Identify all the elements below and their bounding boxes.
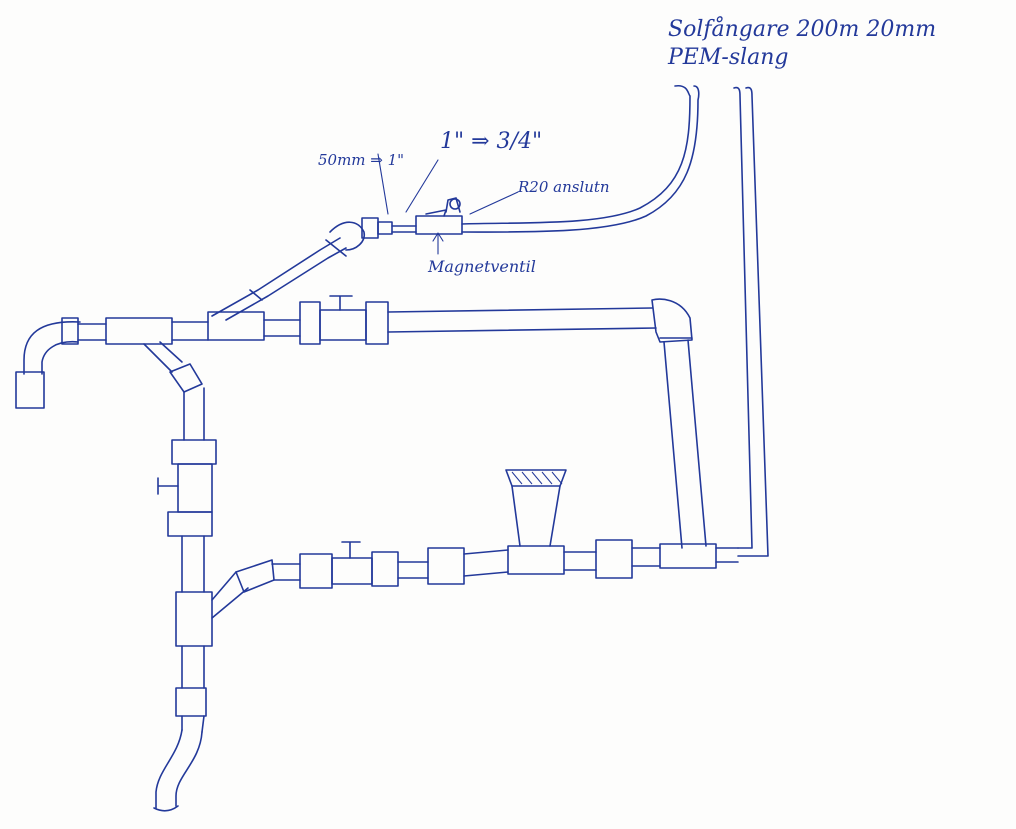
arrow-to-solenoid <box>432 232 444 255</box>
pem-hose-supply <box>461 84 700 233</box>
left-vertical-pipe <box>143 341 217 812</box>
solenoid-valve-label: Magnetventil <box>427 257 536 276</box>
solar-collector-label: Solfångare 200m 20mm <box>668 15 936 42</box>
upper-branch-pipe <box>211 221 366 321</box>
lower-main-pipe <box>211 539 739 619</box>
pem-hose-label: PEM-slang <box>667 45 789 70</box>
arrow-to-50mm-reducer <box>377 153 389 215</box>
reducer-1in-fitting <box>377 221 417 235</box>
reducer-1in-label: 1" ⇒ 3/4" <box>440 129 542 154</box>
upper-main-pipe <box>15 295 693 409</box>
pem-hose-return <box>733 86 769 557</box>
arrow-to-1in-reducer <box>405 159 439 213</box>
reducer-50mm-label: 50mm ⇒ 1" <box>318 151 404 169</box>
r20-connection-label: R20 anslutn <box>517 178 610 196</box>
solenoid-valve <box>415 197 463 235</box>
label-arrows <box>377 153 519 255</box>
right-vertical-pipe <box>663 339 707 549</box>
arrow-to-r20 <box>469 191 519 215</box>
filter-funnel <box>505 469 567 547</box>
